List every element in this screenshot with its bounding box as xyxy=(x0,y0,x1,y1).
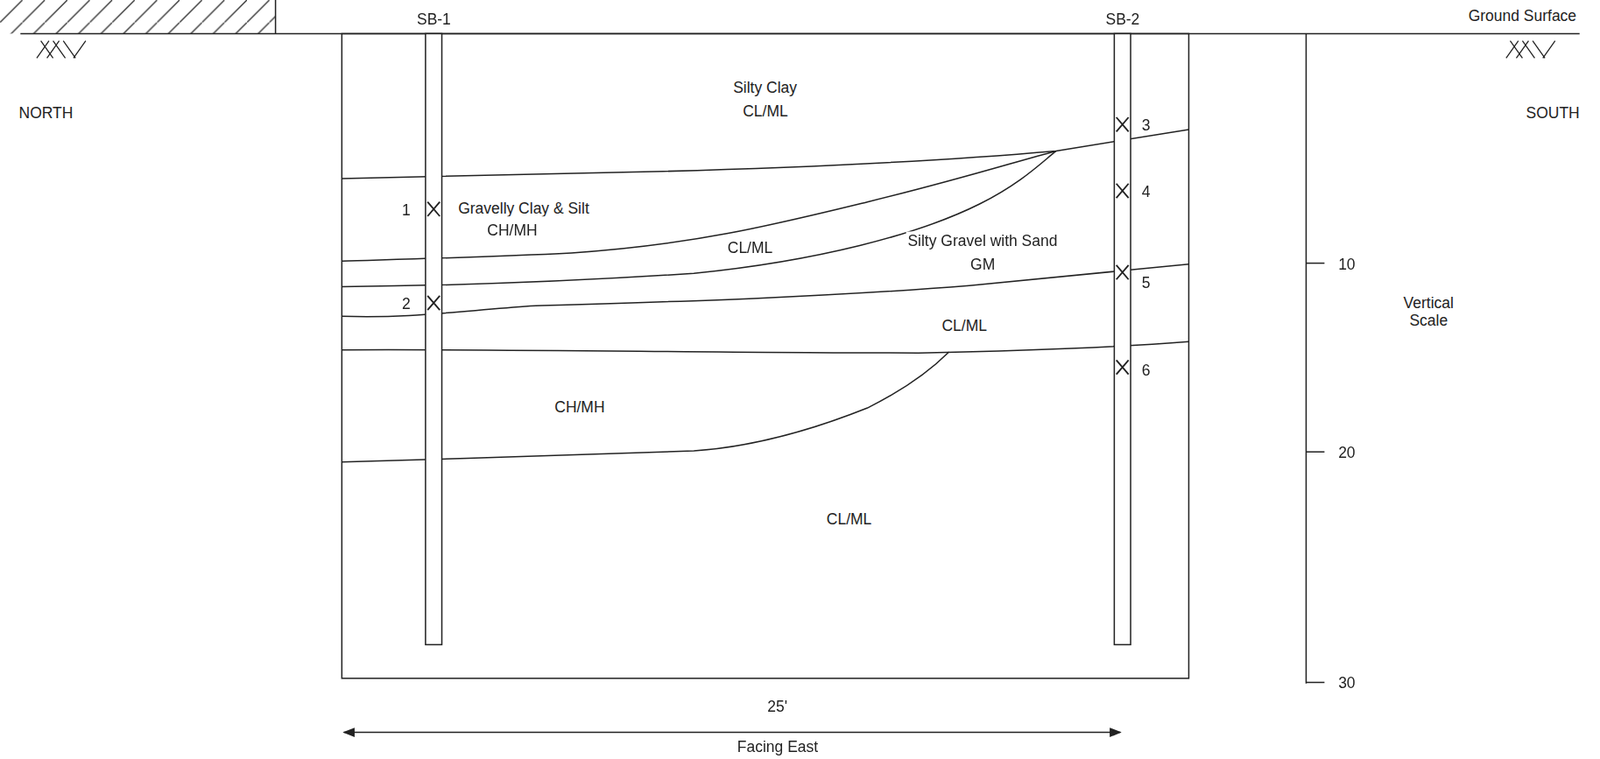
borehole-label: SB-1 xyxy=(415,9,454,28)
callout-number: 3 xyxy=(1140,115,1153,134)
dimension-arrow xyxy=(344,732,1121,734)
callout-number: 6 xyxy=(1140,360,1153,379)
borehole-label: SB-2 xyxy=(1103,9,1142,28)
soil-code: GM xyxy=(968,254,998,273)
structure-hatch xyxy=(0,0,276,34)
callout-number: 4 xyxy=(1140,182,1153,200)
scale-value: 20 xyxy=(1336,443,1358,461)
sample-marker xyxy=(427,117,1128,375)
caption-label: Facing East xyxy=(735,737,821,755)
section-frame xyxy=(341,33,1189,678)
soil-code: CL/ML xyxy=(740,101,790,120)
scale-value: 30 xyxy=(1336,674,1358,692)
direction-label: NORTH xyxy=(16,103,75,121)
soil-code: CL/ML xyxy=(725,238,775,256)
soil-name: Silty Clay xyxy=(731,77,800,96)
callout-number: 2 xyxy=(400,294,413,312)
vertical-scale xyxy=(1305,33,1325,684)
callout-number: 5 xyxy=(1140,273,1153,291)
scale-title: Vertical Scale xyxy=(1395,293,1463,329)
soil-code: CL/ML xyxy=(824,509,874,528)
scale-value: 10 xyxy=(1336,254,1358,273)
callout-number: 1 xyxy=(400,200,413,219)
soil-name: Gravelly Clay & Silt xyxy=(456,198,592,217)
ground-surface-label: Ground Surface xyxy=(1466,7,1579,25)
borehole xyxy=(1113,33,1131,645)
borehole xyxy=(425,33,443,645)
soil-name: Silty Gravel with Sand xyxy=(905,231,1060,249)
dimension-label: 25' xyxy=(765,697,790,715)
ground-symbol xyxy=(36,41,1556,59)
soil-code: CH/MH xyxy=(552,397,607,416)
direction-label: SOUTH xyxy=(1523,103,1582,121)
layer-boundaries xyxy=(341,129,1189,463)
soil-code: CH/MH xyxy=(485,220,540,239)
soil-code: CL/ML xyxy=(939,316,989,334)
